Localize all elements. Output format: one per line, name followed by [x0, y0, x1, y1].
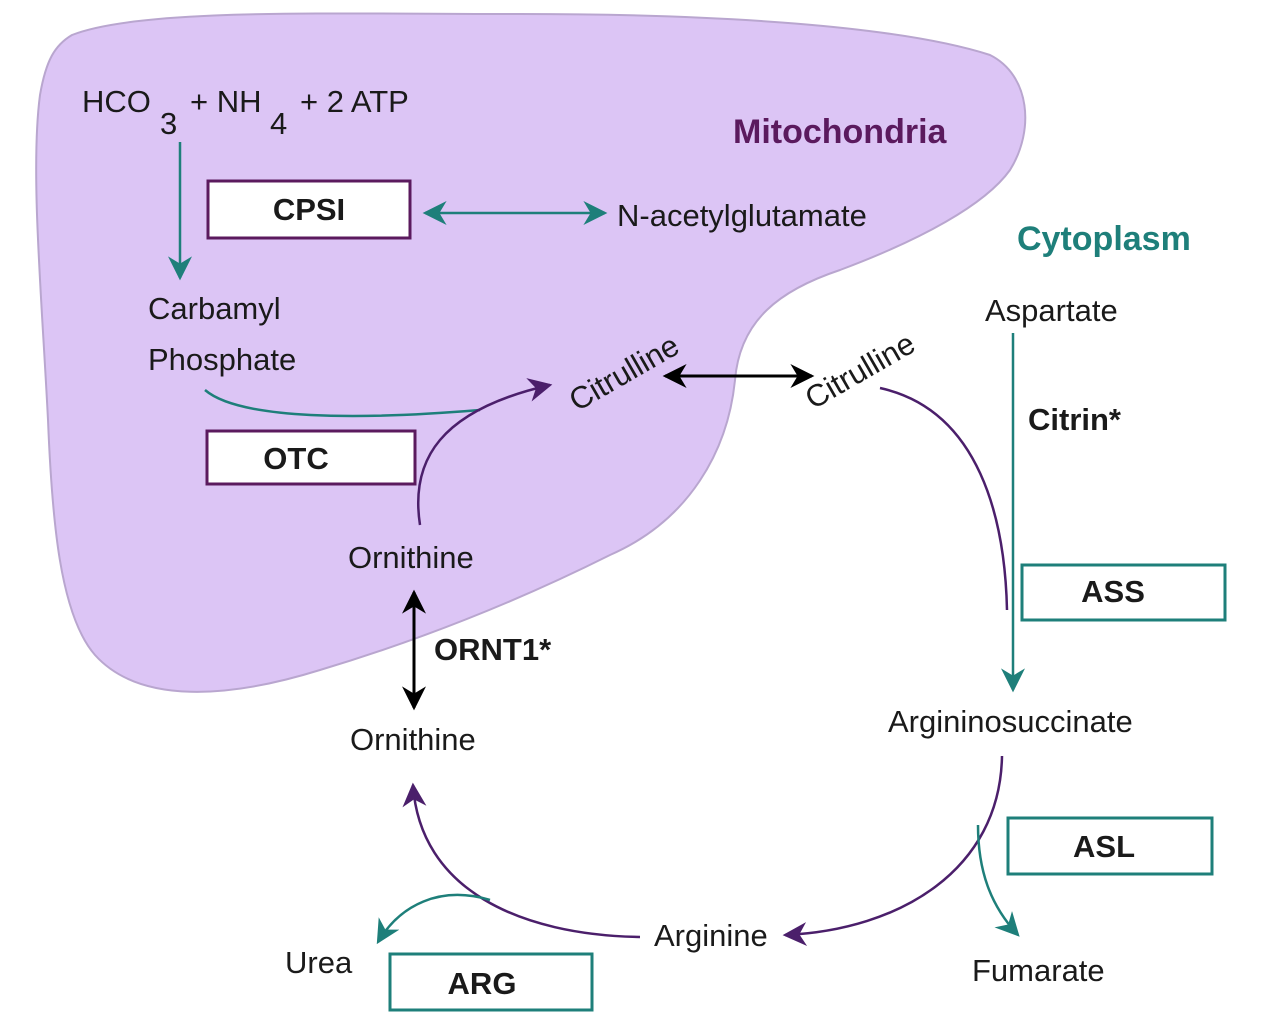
- ass-enzyme-box: [1020, 563, 1227, 622]
- ornithine-cyto-label: Ornithine: [350, 722, 476, 757]
- fumarate-label: Fumarate: [972, 953, 1105, 988]
- ornt1-label: ORNT1*: [434, 632, 552, 667]
- urea-label: Urea: [285, 945, 353, 980]
- arginine-to-ornithine-arrow: [402, 782, 641, 939]
- ass-label: ASS: [1081, 574, 1145, 609]
- citrin-label: Citrin*: [1028, 402, 1122, 437]
- cpsi-enzyme-box: [206, 179, 412, 240]
- carbamyl-label: Carbamyl: [148, 291, 281, 326]
- ornithine-to-citrulline-arrow: [416, 378, 553, 526]
- arg-label: ARG: [448, 966, 517, 1001]
- aspartate-label: Aspartate: [985, 293, 1118, 328]
- phosphate-label: Phosphate: [148, 342, 296, 377]
- fumarate-release-arrow: [976, 824, 1020, 937]
- citrulline-to-argininosuccinate-line: [879, 386, 1009, 611]
- citrulline-cyto-label: Citrulline: [799, 325, 921, 416]
- nh4-text: + NH: [190, 84, 262, 119]
- otc-label: OTC: [263, 441, 328, 476]
- asl-enzyme-box: [1006, 816, 1214, 876]
- ornithine-mito-label: Ornithine: [348, 540, 474, 575]
- asl-label: ASL: [1073, 829, 1135, 864]
- otc-enzyme-box: [205, 429, 417, 486]
- argininosuccinate-label: Argininosuccinate: [888, 704, 1133, 739]
- carbamyl-to-citrulline-line: [204, 389, 481, 418]
- cpsi-label: CPSI: [273, 192, 345, 227]
- arginine-label: Arginine: [654, 918, 768, 953]
- mitochondria-label: Mitochondria: [733, 113, 948, 151]
- n-acetylglutamate-label: N-acetylglutamate: [617, 198, 867, 233]
- hco3-subscript: 3: [160, 106, 177, 141]
- cytoplasm-label: Cytoplasm: [1017, 220, 1191, 258]
- substrates-label: HCO 3 + NH 4 + 2 ATP: [82, 84, 409, 141]
- nh4-subscript: 4: [270, 106, 287, 141]
- argininosuccinate-to-arginine-arrow: [782, 755, 1004, 947]
- hco3-text: HCO: [82, 84, 151, 119]
- urea-release-arrow: [376, 893, 491, 945]
- arg-enzyme-box: [388, 952, 594, 1012]
- atp-text: + 2 ATP: [300, 84, 409, 119]
